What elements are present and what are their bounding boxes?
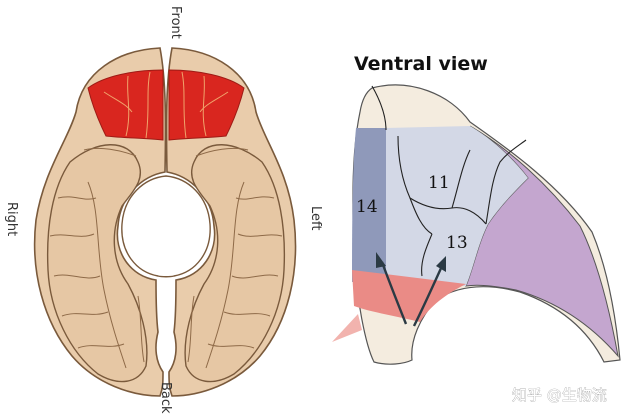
ventral-view-detail — [332, 84, 621, 365]
area-14-region — [352, 128, 386, 282]
area-13-label: 13 — [446, 233, 468, 253]
arrowhead-area-14 — [376, 252, 386, 268]
watermark: 知乎 @生物流 — [512, 386, 607, 404]
orbital-sulci — [103, 71, 229, 139]
gyrus-rectus-region — [352, 270, 466, 322]
projection-arrows — [380, 261, 444, 327]
lateral-orbital-region — [465, 125, 619, 358]
label-right: Right — [4, 202, 19, 236]
brain-sulci — [49, 147, 283, 369]
arrow-to-area-13 — [412, 265, 444, 327]
arrowhead-area-13 — [436, 256, 446, 272]
right-temporal-lobe — [46, 144, 148, 383]
pink-wedge — [332, 314, 362, 342]
area-11-13-region — [386, 126, 528, 286]
orbital-sulcal-lines — [371, 85, 527, 277]
label-back: Back — [158, 382, 173, 414]
left-temporal-lobe — [184, 144, 286, 383]
left-orbitofrontal-highlight — [168, 69, 245, 141]
area-11-label: 11 — [428, 173, 450, 193]
label-front: Front — [168, 6, 183, 39]
label-left: Left — [308, 206, 323, 230]
arrow-to-area-14 — [380, 261, 408, 325]
brain-ventral-whole — [33, 47, 297, 397]
right-orbitofrontal-highlight — [87, 69, 164, 141]
central-opening — [121, 175, 211, 278]
ventral-view-title: Ventral view — [354, 53, 488, 75]
area-14-label: 14 — [356, 197, 378, 217]
